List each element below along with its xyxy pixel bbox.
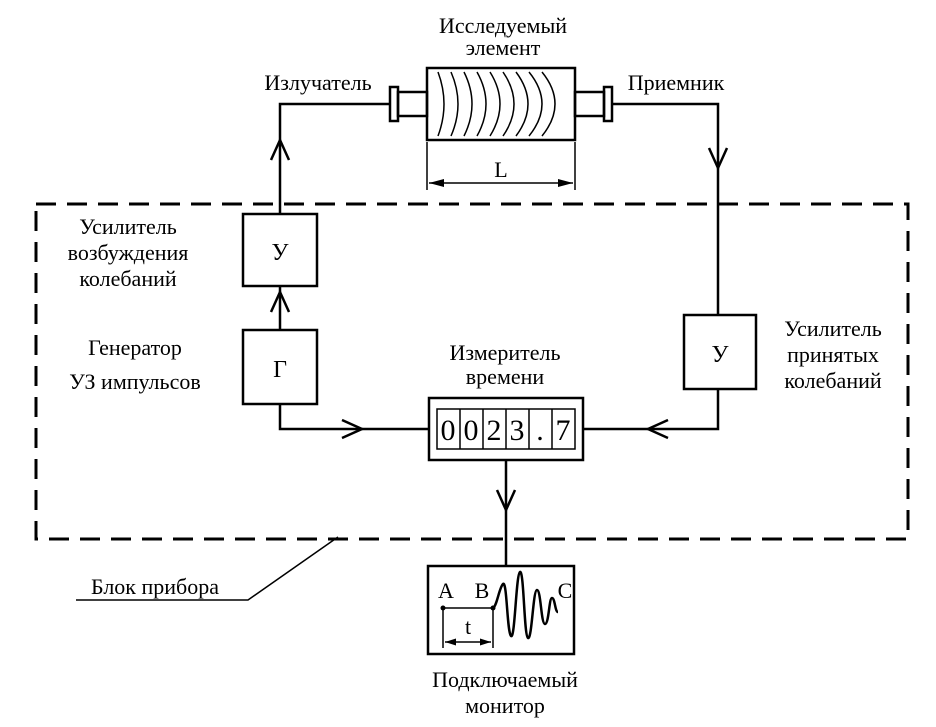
- emitter-label: Излучатель: [264, 70, 371, 95]
- signal-waveform: [492, 570, 559, 640]
- wave-arcs: [437, 71, 556, 137]
- monitor-point-b: B: [475, 578, 490, 603]
- element-title-line2: элемент: [466, 35, 541, 60]
- monitor-interval-t: t: [465, 614, 471, 639]
- amp-recv-label-line2: принятых: [787, 342, 879, 367]
- receiver-label: Приемник: [628, 70, 725, 95]
- monitor-point-a: A: [438, 578, 454, 603]
- digit-1: 0: [441, 414, 456, 447]
- monitor: A B C t: [426, 564, 576, 656]
- test-element: [388, 66, 614, 190]
- amp-recv-symbol: У: [712, 342, 729, 368]
- generator-label-line1: Генератор: [88, 335, 182, 360]
- length-label: L: [494, 157, 507, 182]
- monitor-label-line1: Подключаемый: [432, 667, 578, 692]
- test-element-body: [425, 66, 577, 142]
- amp-excite-label-line2: возбуждения: [68, 240, 189, 265]
- amp-recv-box: У: [682, 313, 758, 391]
- meter-label-line1: Измеритель: [449, 340, 560, 365]
- generator-symbol: Г: [273, 357, 287, 383]
- generator-label-line2: УЗ импульсов: [69, 369, 200, 394]
- amp-recv-label-line1: Усилитель: [784, 316, 882, 341]
- connections: [76, 102, 729, 601]
- monitor-point-c: C: [558, 578, 573, 603]
- time-meter: 0 0 2 3 . 7: [427, 396, 585, 462]
- labels: Исследуемый элемент Излучатель Приемник …: [68, 13, 882, 718]
- digit-2: 0: [464, 414, 479, 447]
- device-block-label: Блок прибора: [91, 574, 219, 599]
- meter-label-line2: времени: [466, 364, 545, 389]
- receiver-transducer: [573, 85, 614, 123]
- amp-excite-label-line3: колебаний: [79, 266, 177, 291]
- generator-box: Г: [241, 328, 319, 406]
- emitter-transducer: [388, 85, 429, 123]
- amp-excite-label-line1: Усилитель: [79, 214, 177, 239]
- amp-excite-box: У: [241, 212, 319, 288]
- element-title-line1: Исследуемый: [439, 13, 567, 38]
- digit-5: 7: [556, 414, 571, 447]
- amp-recv-label-line3: колебаний: [784, 368, 882, 393]
- monitor-label-line2: монитор: [465, 693, 545, 718]
- digit-3: 2: [487, 414, 502, 447]
- digit-4: 3: [510, 414, 525, 447]
- amp-excite-symbol: У: [272, 240, 289, 266]
- length-dimension: [426, 142, 576, 190]
- digit-decimal: .: [536, 414, 544, 447]
